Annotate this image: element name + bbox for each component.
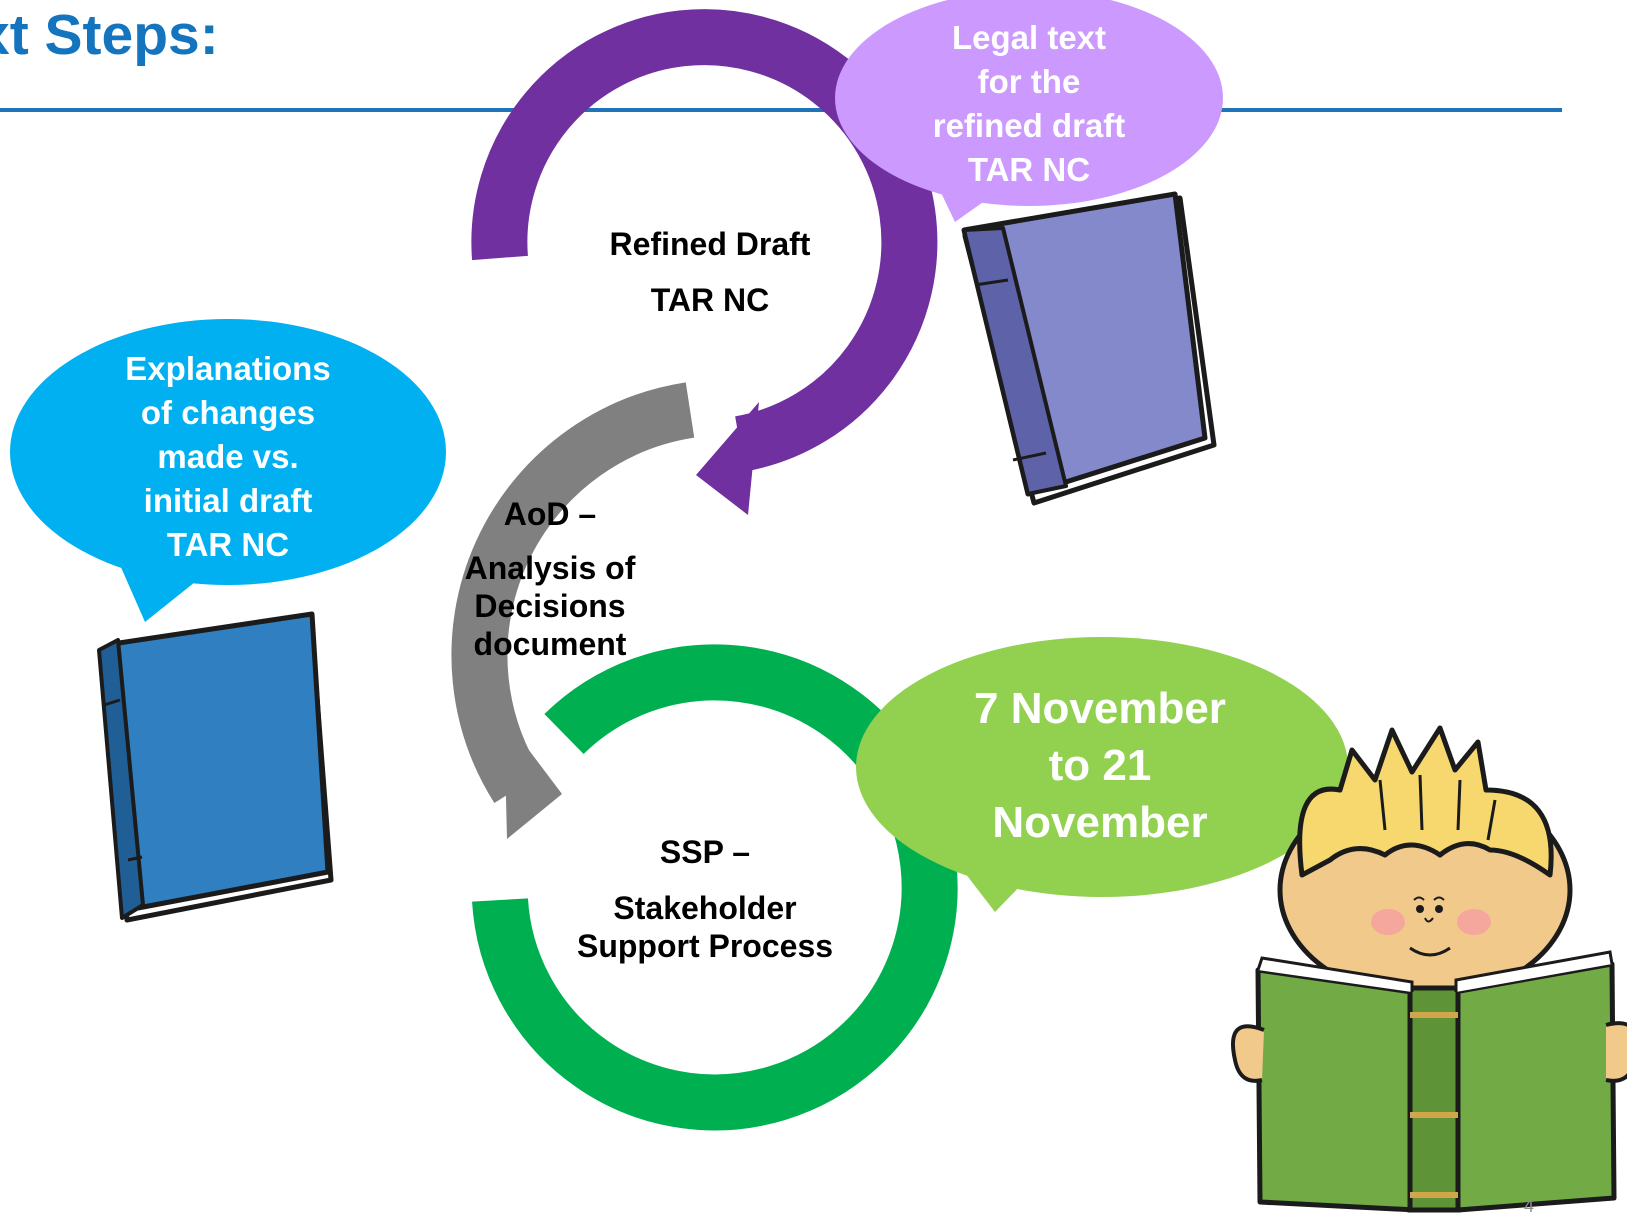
legal-text-line: TAR NC: [967, 151, 1091, 188]
dates-line: 7 November: [974, 684, 1226, 733]
aod-line2: Analysis of: [464, 550, 636, 586]
legal-text-bubble: [835, 0, 1223, 222]
explanations-line: made vs.: [157, 438, 299, 475]
legal-text-line: refined draft: [932, 107, 1126, 144]
explanations-bubble-text: Explanations of changes made vs. initial…: [68, 347, 388, 567]
aod-label: AoD – Analysis of Decisions document: [420, 495, 680, 663]
blue-book-icon: [97, 611, 334, 923]
dates-bubble: [856, 637, 1348, 912]
refined-draft-line2: TAR NC: [650, 282, 770, 318]
ssp-label: SSP – Stakeholder Support Process: [550, 833, 860, 965]
dates-line: November: [992, 798, 1208, 847]
purple-book-icon: [961, 191, 1217, 506]
explanations-bubble: [10, 319, 446, 622]
explanations-line: initial draft: [143, 482, 313, 519]
aod-line3: Decisions: [474, 588, 626, 624]
legal-text-line: for the: [977, 63, 1081, 100]
dates-line: to 21: [1048, 741, 1152, 790]
refined-draft-arrow: [471, 9, 938, 515]
explanations-line: TAR NC: [166, 526, 290, 563]
aod-line4: document: [473, 626, 627, 662]
legal-text-line: Legal text: [951, 19, 1107, 56]
refined-draft-line1: Refined Draft: [609, 226, 811, 262]
slide-title: xt Steps:: [0, 3, 219, 67]
ssp-line2: Stakeholder: [613, 890, 797, 926]
explanations-line: Explanations: [125, 350, 331, 387]
ssp-arrow: [472, 644, 958, 1131]
explanations-line: of changes: [140, 394, 316, 431]
dates-bubble-text: 7 November to 21 November: [920, 680, 1280, 851]
legal-text-bubble-text: Legal text for the refined draft TAR NC: [869, 16, 1189, 192]
ssp-line3: Support Process: [576, 928, 834, 964]
aod-arrow: [451, 382, 695, 839]
page-number: 4: [1524, 1196, 1535, 1216]
refined-draft-label: Refined Draft TAR NC: [560, 216, 860, 328]
aod-line1: AoD –: [503, 496, 597, 532]
reading-boy-icon: [1230, 725, 1627, 1213]
ssp-line1: SSP –: [659, 834, 751, 870]
